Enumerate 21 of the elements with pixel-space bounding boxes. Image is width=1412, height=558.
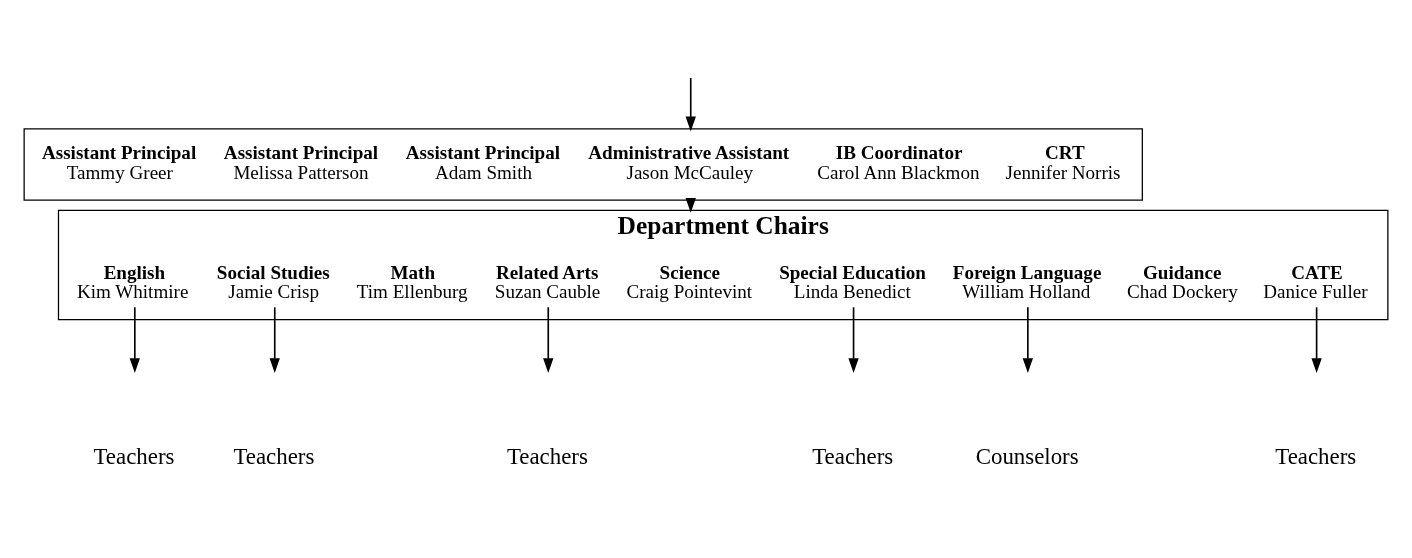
node-text: IB Coordinator Carol Ann Blackmon: [817, 142, 980, 183]
label: Counselors: [975, 443, 1079, 469]
label: Teachers: [812, 443, 894, 469]
label: Teachers: [233, 443, 315, 469]
node-text: Special Education Linda Benedict: [779, 262, 926, 303]
node-text: Assistant Principal Melissa Patterson: [223, 142, 379, 183]
label: Teachers: [93, 443, 175, 469]
node-text: CATE Danice Fuller: [1263, 262, 1368, 303]
node-text: Social Studies Jamie Crisp: [216, 262, 330, 303]
node-text: Math Tim Ellenburg: [356, 262, 468, 303]
node-text: Guidance Chad Dockery: [1127, 262, 1238, 303]
label: Teachers: [1275, 443, 1357, 469]
node-text: Assistant Principal Adam Smith: [405, 142, 561, 183]
node-text: Assistant Principal Tammy Greer: [41, 142, 197, 183]
node-text: Related Arts Suzan Cauble: [494, 262, 601, 303]
node-text: Foreign Language William Holland: [952, 262, 1102, 303]
node-text: Science Craig Pointevint: [626, 262, 753, 303]
node-text: Administrative Assistant Jason McCauley: [588, 142, 790, 183]
node-text: English Kim Whitmire: [76, 262, 189, 303]
node-text: CRT Jennifer Norris: [1005, 142, 1121, 183]
label: Teachers: [506, 443, 588, 469]
